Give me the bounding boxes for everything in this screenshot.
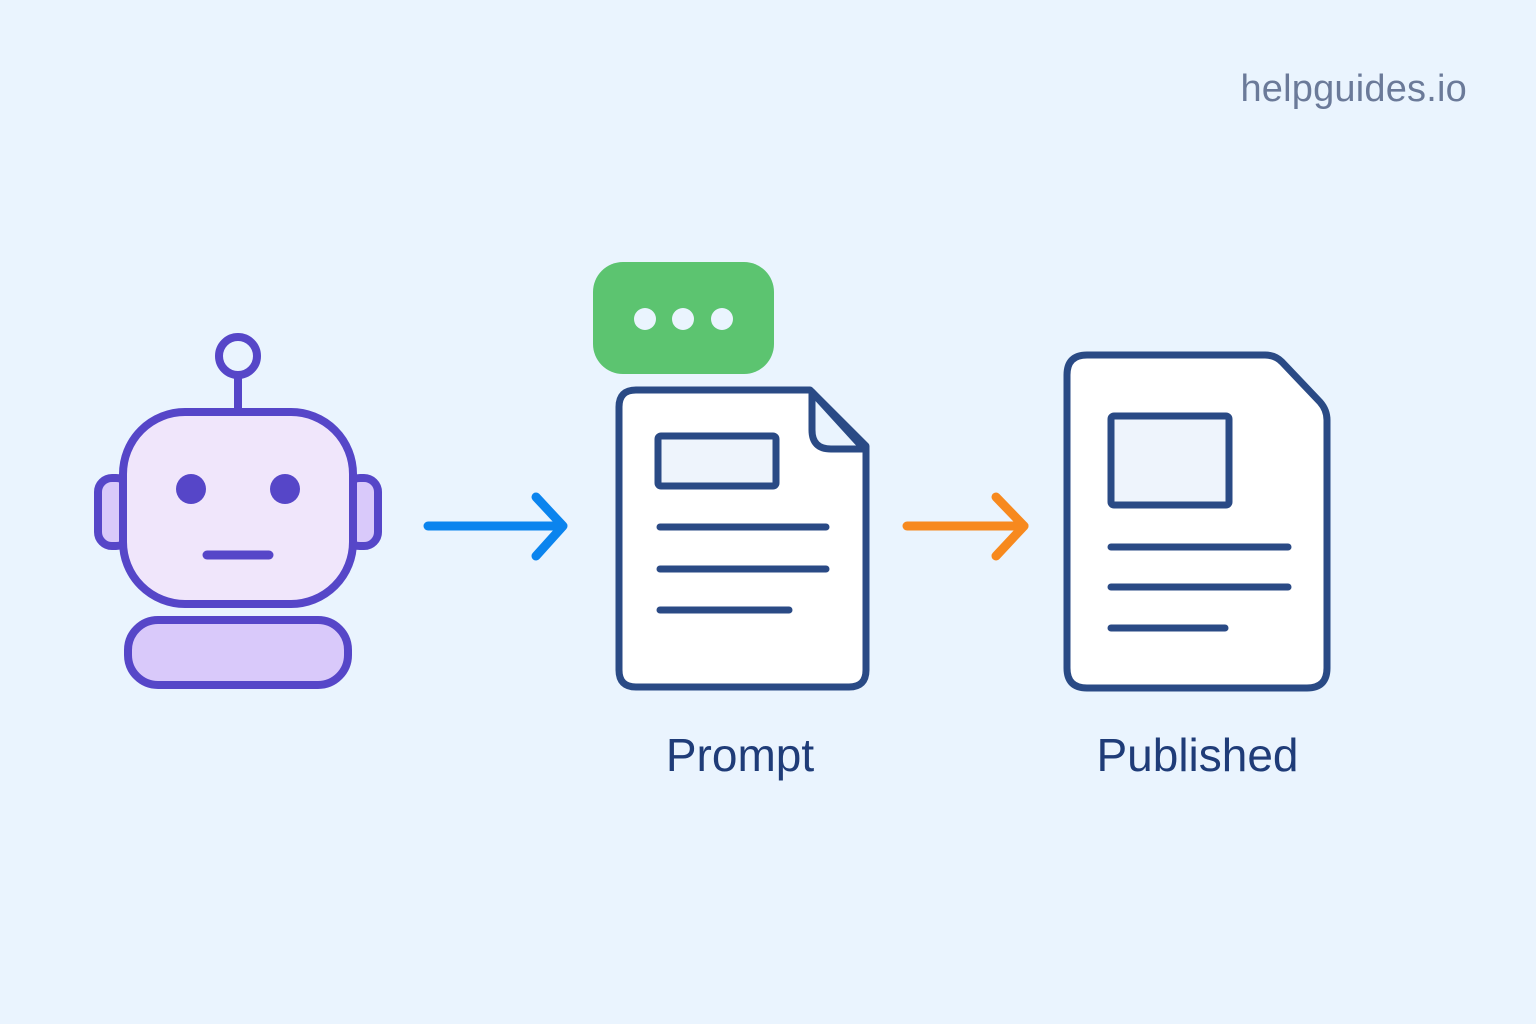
prompt-document-icon bbox=[615, 386, 870, 691]
arrow-right-icon bbox=[423, 492, 568, 561]
published-document-icon bbox=[1063, 351, 1331, 692]
robot-icon bbox=[94, 333, 382, 689]
arrow-right-icon bbox=[902, 492, 1029, 561]
chat-bubble-typing-icon bbox=[593, 262, 774, 374]
published-label: Published bbox=[1096, 729, 1299, 781]
brand-watermark: helpguides.io bbox=[1240, 68, 1467, 110]
prompt-label: Prompt bbox=[665, 729, 815, 781]
